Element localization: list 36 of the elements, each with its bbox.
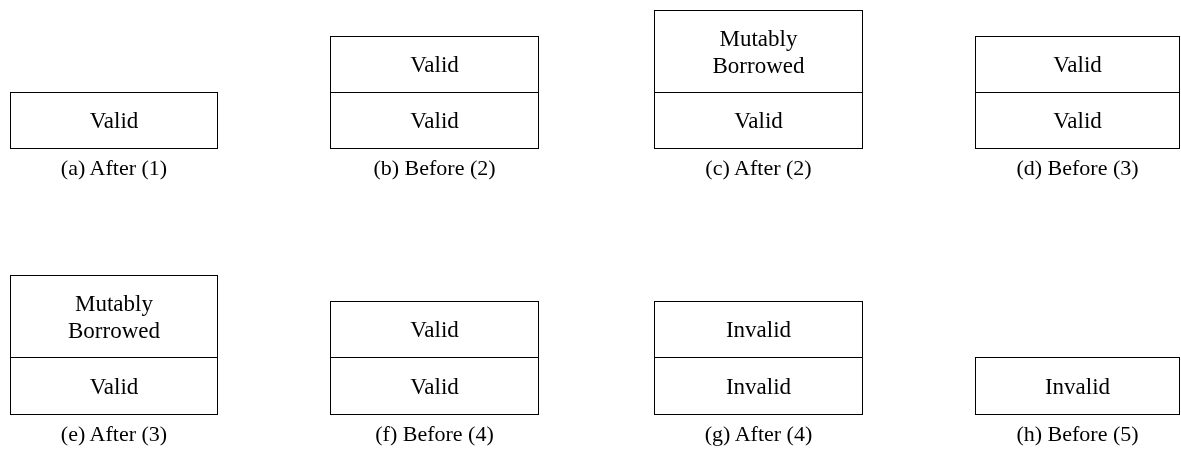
- state-box: [330, 357, 539, 415]
- state-box: [10, 92, 218, 149]
- subfigure-caption: (c) After (2): [704, 155, 813, 181]
- state-label: Invalid: [724, 372, 793, 400]
- state-box: [975, 36, 1180, 93]
- state-label: Valid: [409, 316, 460, 343]
- subfigure-caption: (a) After (1): [59, 155, 169, 181]
- state-box: [330, 92, 539, 149]
- state-label: Valid: [1052, 51, 1103, 78]
- subfigure-caption: (e) After (3): [59, 421, 169, 447]
- subfigure-caption: (g) After (4): [703, 421, 814, 447]
- state-label: Valid: [409, 107, 460, 134]
- state-label: Valid: [409, 51, 460, 78]
- subfigure-caption: (h) Before (5): [1015, 421, 1140, 447]
- state-box: [975, 357, 1180, 415]
- state-label: Valid: [1052, 107, 1103, 134]
- state-label: Valid: [733, 107, 784, 134]
- subfigure-caption: (f) Before (4): [374, 421, 495, 447]
- state-box: [654, 357, 863, 415]
- state-box: [654, 301, 863, 358]
- state-box: [10, 357, 218, 415]
- state-label: Valid: [409, 372, 460, 400]
- state-box: [654, 92, 863, 149]
- state-box: [975, 92, 1180, 149]
- state-label: Mutably Borrowed: [67, 289, 161, 344]
- state-label: Valid: [88, 372, 140, 400]
- state-label: Invalid: [1043, 372, 1112, 400]
- state-box: [10, 275, 218, 358]
- state-label: Valid: [88, 107, 140, 134]
- state-label: Mutably Borrowed: [711, 24, 806, 79]
- subfigure-caption: (d) Before (3): [1015, 155, 1140, 181]
- state-box: [330, 36, 539, 93]
- state-label: Invalid: [724, 316, 793, 343]
- state-box: [330, 301, 539, 358]
- state-box: [654, 10, 863, 93]
- subfigure-caption: (b) Before (2): [372, 155, 497, 181]
